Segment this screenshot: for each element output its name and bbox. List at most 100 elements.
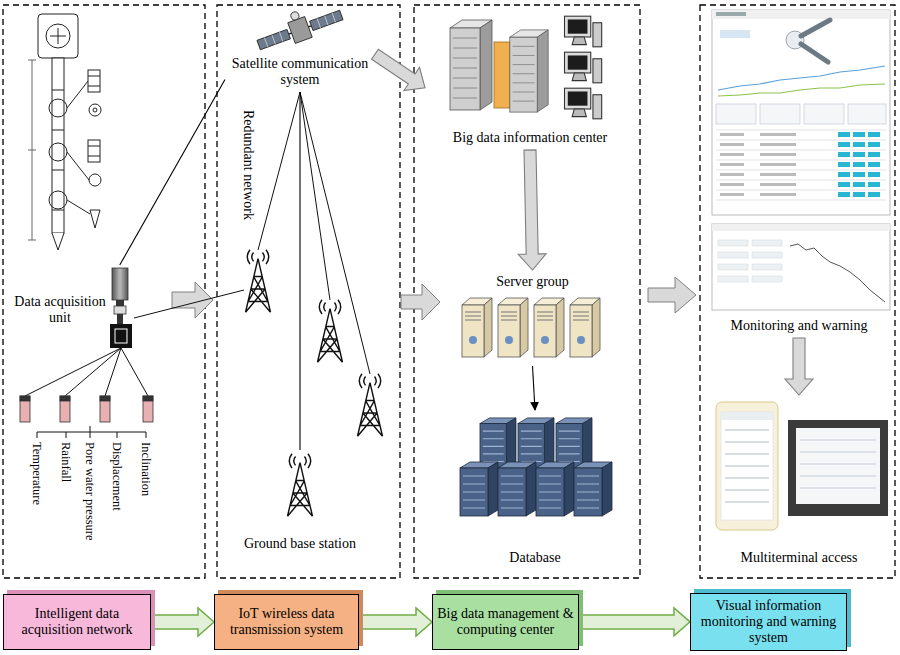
probe-drawing — [38, 14, 78, 58]
dashed-panel — [414, 5, 640, 578]
sensor-label: Pore water pressure — [82, 442, 98, 566]
server-icon — [534, 298, 564, 357]
sensor-icon — [60, 396, 70, 401]
probe-drawing — [88, 146, 100, 156]
satellite-icon — [317, 13, 335, 28]
database-rack-icon — [536, 462, 574, 516]
probe-drawing — [49, 99, 67, 117]
flow-arrow — [359, 608, 432, 636]
sensor-label: Rainfall — [58, 442, 74, 566]
web-screenshot — [716, 12, 746, 16]
satellite-icon — [310, 10, 343, 30]
connector-layer — [120, 49, 813, 636]
probe-drawing — [67, 81, 90, 214]
network-label: Redundant network — [240, 110, 256, 240]
chart-screenshot — [718, 240, 782, 282]
probe-drawing — [88, 140, 100, 162]
base-station-node: Ground base station — [240, 450, 360, 556]
flow-arrow — [372, 49, 425, 90]
satellite-icon — [257, 29, 290, 49]
probe-drawing — [88, 70, 100, 92]
flow-arrow — [172, 282, 213, 318]
web-screenshot — [718, 66, 885, 90]
node-label: Data acquisition unit — [12, 294, 108, 326]
web-screenshot — [760, 104, 800, 124]
phone-screenshot — [721, 412, 773, 420]
dashed-panel — [700, 5, 895, 578]
sensor-label: Temperature — [29, 442, 45, 566]
data-logger-icon — [110, 324, 132, 348]
link-line — [120, 79, 225, 265]
link-line — [299, 92, 300, 450]
server-rack-icon — [510, 30, 548, 112]
probe-drawing — [49, 191, 67, 209]
monitor-photo — [800, 440, 876, 488]
sensor-label: Displacement — [109, 442, 125, 566]
probe-drawing — [90, 210, 100, 228]
sensor-icon — [143, 396, 153, 422]
sensor-icon — [20, 396, 153, 422]
data-acquisition-unit: Data acquisition unit — [8, 265, 135, 355]
web-screenshot — [718, 84, 885, 96]
stage-box: Big data management & computing center — [432, 594, 579, 650]
tower-icon — [246, 250, 271, 312]
satellite-icon — [290, 11, 300, 21]
web-screenshot — [712, 10, 890, 215]
monitor-photo — [788, 420, 888, 516]
monitor-photo — [796, 428, 880, 504]
probe-drawing — [50, 28, 66, 44]
node-label: Database — [509, 550, 560, 566]
probe-drawing — [28, 60, 36, 240]
stage-box: Visual information monitoring and warnin… — [690, 593, 847, 651]
probe-drawing — [52, 233, 64, 250]
sensor-label: Inclination — [138, 442, 154, 566]
sensor-wire — [25, 348, 148, 396]
database-rack-icon — [460, 462, 498, 516]
database-rack-icon — [556, 418, 592, 469]
tower-icon — [358, 374, 383, 436]
web-screenshot — [716, 104, 886, 124]
chart-screenshot — [712, 224, 890, 310]
web-screenshot — [838, 132, 880, 197]
bracket — [37, 426, 146, 438]
data-logger-icon — [117, 314, 123, 324]
server-group-node: Server group — [450, 270, 615, 366]
chart-screenshot — [790, 244, 885, 302]
tower-icon — [288, 454, 313, 516]
flow-arrow — [151, 608, 214, 636]
probe-drawing — [88, 76, 100, 86]
web-screenshot — [716, 104, 756, 124]
node-label: Big data information center — [453, 130, 607, 146]
network-link — [134, 92, 370, 374]
web-screenshot — [712, 10, 890, 215]
data-logger-icon — [110, 268, 132, 348]
web-screenshot — [716, 130, 886, 200]
probe-drawing — [89, 174, 101, 186]
data-logger-icon — [112, 268, 128, 300]
flow-arrow — [401, 284, 440, 320]
stage-box: Intelligent data acquisition network — [3, 594, 151, 650]
probe-drawing — [93, 108, 97, 112]
dashed-panel — [3, 5, 895, 578]
node-label: Big data management & computing center — [437, 606, 574, 638]
computer-icon — [565, 16, 602, 47]
sensor-icon — [20, 396, 30, 401]
database-node: Database — [450, 410, 620, 570]
probe-drawing — [46, 24, 70, 48]
flow-arrow — [785, 338, 813, 395]
monitoring-node: Monitoring and warning — [705, 8, 893, 338]
web-screenshot — [848, 104, 886, 124]
satellite-node: Satellite communication system — [225, 8, 375, 92]
node-label: IoT wireless data transmission system — [219, 606, 354, 638]
stage-box: IoT wireless data transmission system — [214, 594, 359, 650]
flow-arrow — [579, 608, 690, 636]
flow-arrow — [533, 366, 536, 410]
node-label: Multiterminal access — [740, 550, 857, 566]
satellite-icon — [264, 32, 282, 47]
database-rack-icon — [498, 462, 536, 516]
node-label: Intelligent data acquisition network — [8, 606, 146, 638]
node-label: Visual information monitoring and warnin… — [695, 598, 842, 646]
sensor-icon — [60, 396, 70, 422]
server-icon — [498, 298, 528, 357]
dashed-panel — [217, 5, 400, 578]
